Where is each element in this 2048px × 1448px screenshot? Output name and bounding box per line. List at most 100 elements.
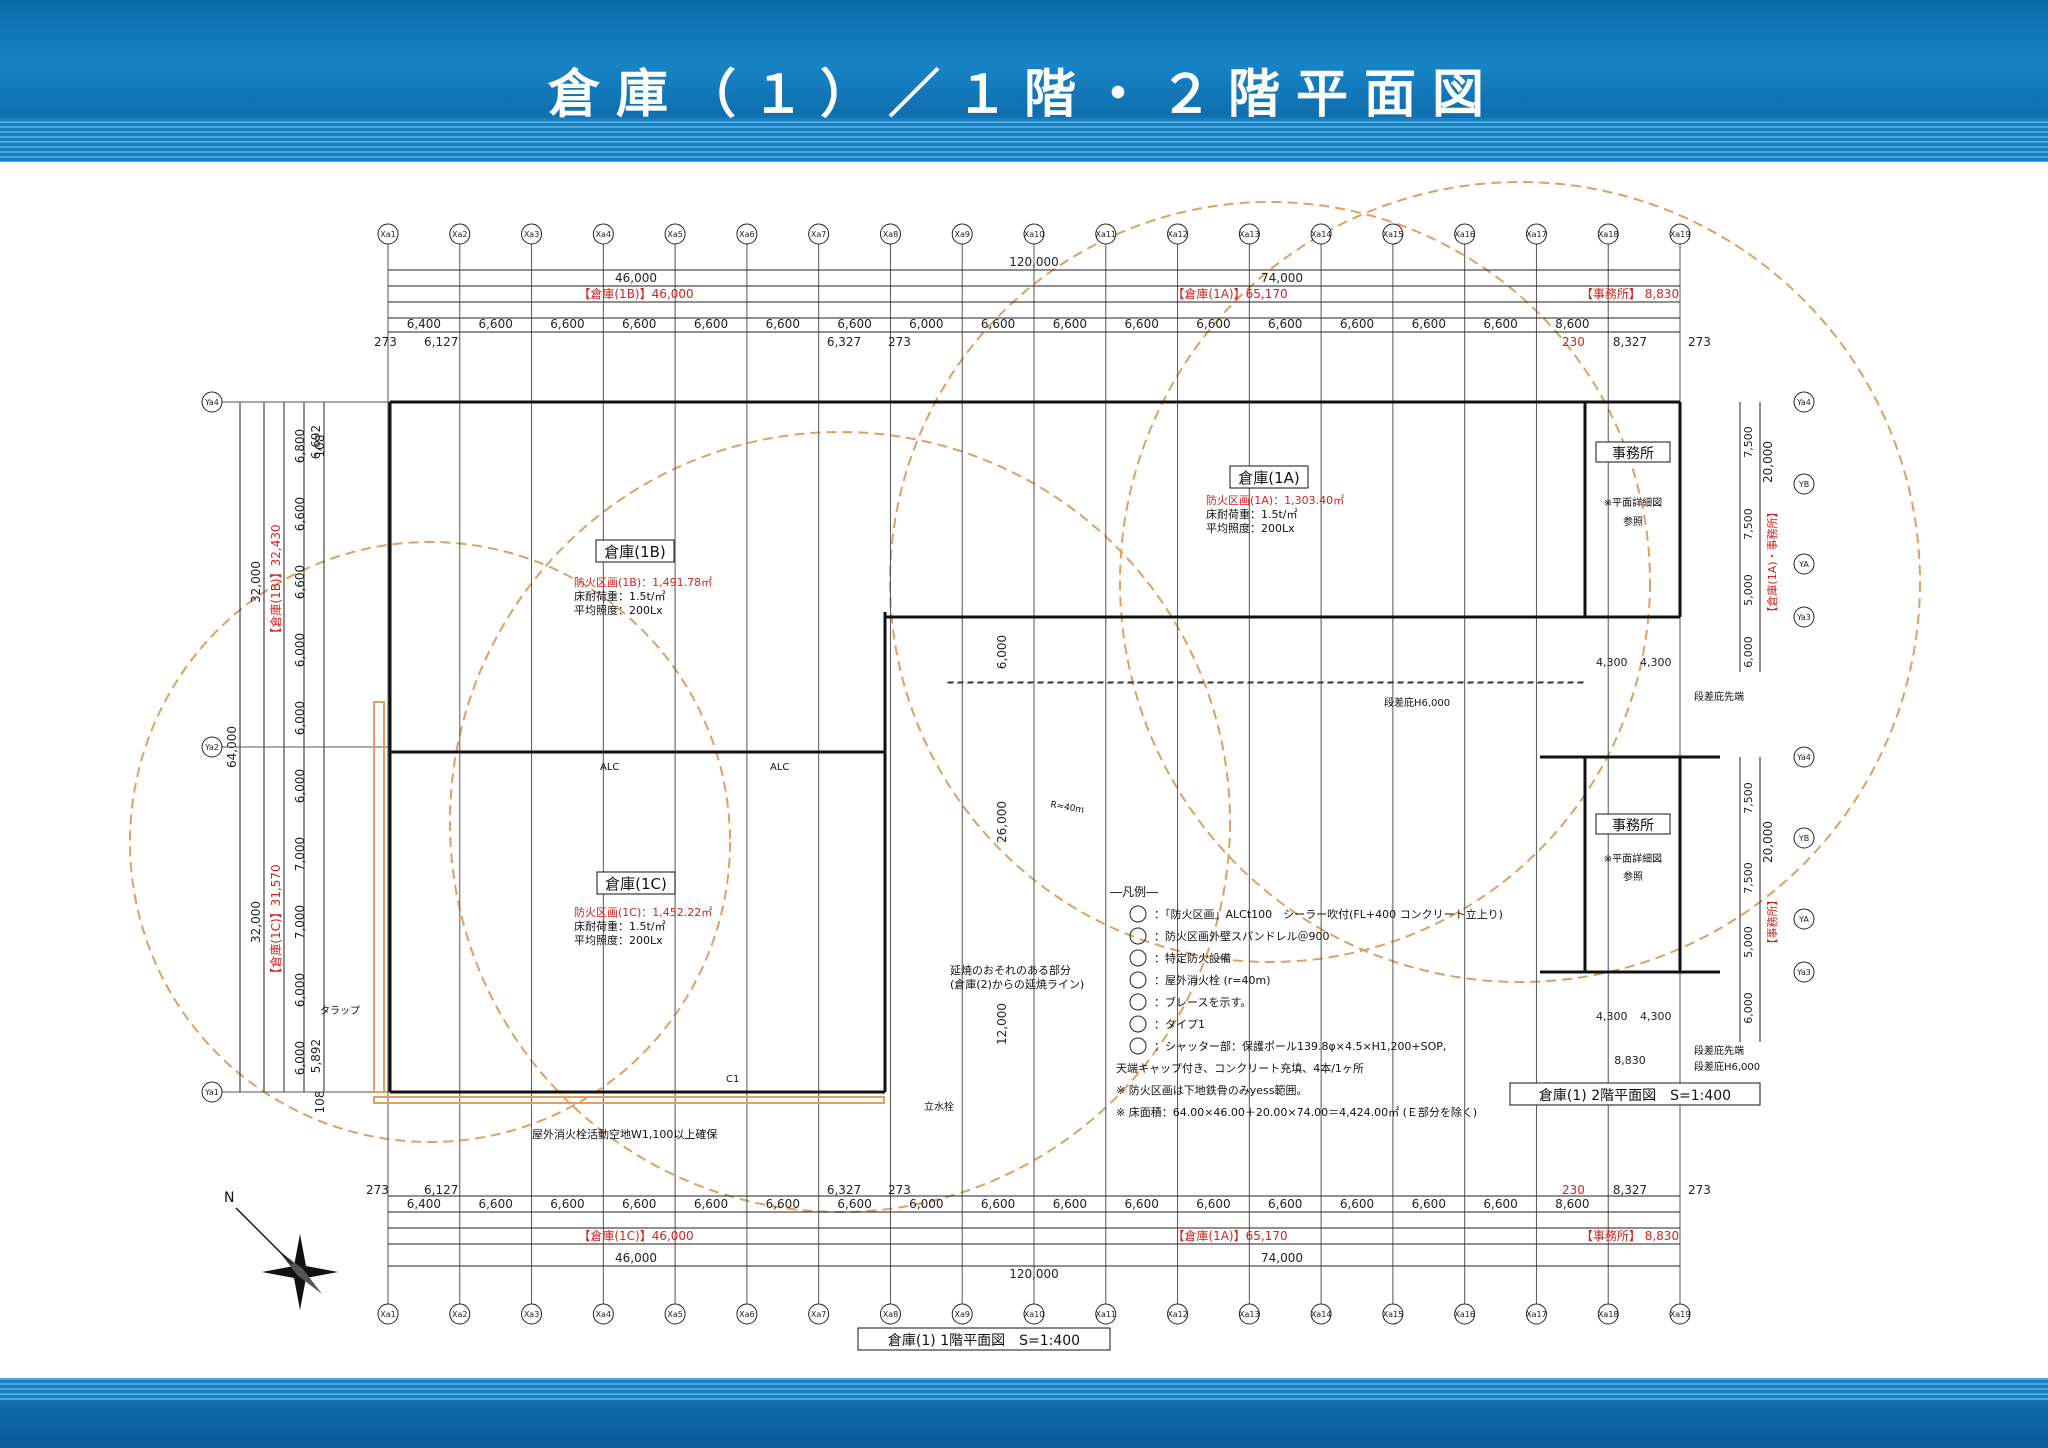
footer-banner <box>0 1378 2048 1448</box>
caption-floor2-text: 倉庫(1) 2階平面図 S=1:400 <box>1539 1087 1731 1104</box>
grid-bubble-label: Xa13 <box>1239 1310 1260 1319</box>
legend-item-text: ：防火区画外壁スパンドレル＠900 <box>1154 929 1330 943</box>
fire-access-space <box>373 701 385 1093</box>
grid-bubble-xa11: Xa11 <box>1095 223 1117 245</box>
grid-bubble-label: Xa8 <box>883 230 898 239</box>
left-vertical-dim-label: 7,000 <box>293 837 307 871</box>
bay-dimension-label: 6,600 <box>1268 1197 1302 1211</box>
dim-mid-12000: 12,000 <box>995 1003 1009 1045</box>
legend-symbol-icon <box>1129 971 1147 989</box>
right-vertical-dim-label: 6,000 <box>1742 636 1755 668</box>
grid-bubble-circle <box>1793 908 1815 930</box>
grid-bubble-xa5: Xa5 <box>664 1303 686 1325</box>
header-banner: 倉庫（１）／１階・２階平面図 <box>0 0 2048 162</box>
grid-bubble-label: Xa1 <box>380 1310 395 1319</box>
grid-bubble-circle <box>879 1303 901 1325</box>
grid-bubble-circle <box>1525 223 1547 245</box>
grid-bubble-circle <box>808 223 830 245</box>
dim-right-total-top: 20,000 <box>1761 441 1775 483</box>
dim-office-8830: 8,830 <box>1614 1054 1646 1067</box>
dim-8327-bottom: 8,327 <box>1613 1183 1647 1197</box>
grid-row-bubble-ya1: Ya1 <box>201 1081 223 1103</box>
grid-bubble-xa10: Xa10 <box>1023 1303 1045 1325</box>
grid-bubble-label: Xa6 <box>739 230 754 239</box>
grid-bubble-circle <box>1669 1303 1691 1325</box>
grid-bubble-circle <box>1597 1303 1619 1325</box>
room-fire-area: 防火区画(1C)：1,452.22㎡ <box>574 905 712 919</box>
grid-bubble-label: Xa6 <box>739 1310 754 1319</box>
grid-bubble-circle <box>449 223 471 245</box>
grid-column-lines <box>387 238 1681 1310</box>
grid-bubble-circle <box>1793 606 1815 628</box>
grid-bubble-xa2: Xa2 <box>449 1303 471 1325</box>
radius-label: R=40m <box>1049 800 1084 816</box>
office-name-box <box>1595 813 1671 835</box>
grid-bubble-circle <box>1167 223 1189 245</box>
grid-row-bubble-ya3: Ya3 <box>1793 961 1815 983</box>
office-name-box <box>1595 441 1671 463</box>
grid-bubble-xa13: Xa13 <box>1238 1303 1260 1325</box>
room-name: 倉庫(1B) <box>604 543 666 561</box>
dim-zone-1c-v: 【倉庫(1C)】31,570 <box>268 864 283 979</box>
dim-zone-1a-bottom: 【倉庫(1A)】65,170 <box>1172 1228 1287 1243</box>
dim-273-mid: 273 <box>888 335 911 349</box>
grid-bubble-xa17: Xa17 <box>1525 1303 1547 1325</box>
bay-dimension-label: 6,600 <box>837 317 871 331</box>
room-name: 倉庫(1A) <box>1238 469 1300 487</box>
grid-bubble-label: Xa7 <box>811 1310 826 1319</box>
grid-bubble-circle <box>1023 1303 1045 1325</box>
bay-dimension-label: 6,600 <box>694 317 728 331</box>
bay-dimension-label: 6,600 <box>622 1197 656 1211</box>
right-vertical-dim-label: 6,000 <box>1742 992 1755 1024</box>
bay-dimension-label: 6,600 <box>766 317 800 331</box>
grid-row-bubble-ya3: Ya3 <box>1793 606 1815 628</box>
bay-dimension-label: 6,600 <box>1124 1197 1158 1211</box>
bay-dimension-label: 6,600 <box>1412 1197 1446 1211</box>
right-vertical-dim-label: 7,500 <box>1742 862 1755 894</box>
grid-bubble-label: Xa12 <box>1167 1310 1188 1319</box>
dim-6127-top: 6,127 <box>424 335 458 349</box>
canopy-label: 段差庇H6,000 <box>1384 696 1450 709</box>
left-vertical-dim-label: 6,800 <box>293 429 307 463</box>
dim-edge-273-right-b: 273 <box>1688 1183 1711 1197</box>
room-1a: 倉庫(1A) 防火区画(1A)：1,303.40㎡ 床耐荷重：1.5t/㎡ 平均… <box>1206 465 1344 535</box>
canopy-tip-label: 段差庇先端 <box>1694 690 1744 703</box>
grid-bubble-xa7: Xa7 <box>808 1303 830 1325</box>
grid-bubble-label: Xa5 <box>667 1310 682 1319</box>
grid-bubble-circle <box>1597 223 1619 245</box>
grid-row-bubble-yb: YB <box>1793 473 1815 495</box>
grid-row-bubble-ya2: Ya2 <box>201 736 223 758</box>
dim-right-block-bottom: 74,000 <box>1261 1251 1303 1265</box>
grid-bubble-circle <box>1669 223 1691 245</box>
header-stripes <box>0 118 2048 162</box>
grid-bubble-label: Xa15 <box>1383 230 1404 239</box>
hydrant-radius-arc <box>449 431 1231 1213</box>
grid-bubble-label: Xa11 <box>1095 1310 1116 1319</box>
grid-bubble-xa7: Xa7 <box>808 223 830 245</box>
bay-dimension-label: 6,600 <box>1196 317 1230 331</box>
grid-row-bubble-ya4: Ya4 <box>1793 746 1815 768</box>
legend-item-text: ：ブレースを示す。 <box>1154 995 1251 1009</box>
right-vertical-dim-label: 7,500 <box>1742 782 1755 814</box>
dim-right-block-top: 74,000 <box>1261 271 1303 285</box>
dim-office-4300a-2: 4,300 <box>1596 1010 1628 1023</box>
grid-bubble-circle <box>736 223 758 245</box>
right-vertical-dim-label: 5,000 <box>1742 926 1755 958</box>
grid-bubble-circle <box>1793 553 1815 575</box>
left-vertical-dimensions: 6,8006,6006,6006,0006,0006,0007,0007,000… <box>293 429 307 1075</box>
grid-bubble-xa15: Xa15 <box>1382 1303 1404 1325</box>
grid-bubble-label: Xa16 <box>1454 1310 1475 1319</box>
bay-dimension-label: 6,600 <box>837 1197 871 1211</box>
grid-bubble-xa16: Xa16 <box>1454 223 1476 245</box>
bay-dimension-label: 6,000 <box>909 317 943 331</box>
grid-bubble-circle <box>1310 223 1332 245</box>
grid-row-bubble-ya: YA <box>1793 553 1815 575</box>
grid-bubble-xa8: Xa8 <box>879 1303 901 1325</box>
legend-symbol-icon <box>1129 905 1147 923</box>
legend-symbol-icon <box>1129 1037 1147 1055</box>
bay-dimension-label: 6,400 <box>407 317 441 331</box>
grid-bubble-xa1: Xa1 <box>377 223 399 245</box>
